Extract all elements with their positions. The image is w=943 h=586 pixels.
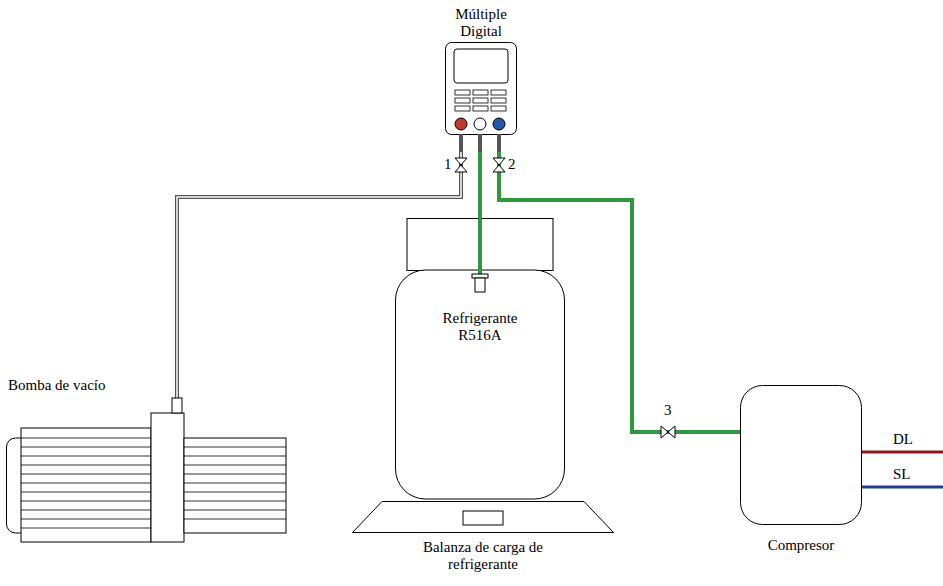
cooling-fin	[21, 528, 151, 529]
cooling-fin	[21, 474, 151, 475]
cooling-fin	[21, 501, 151, 502]
port-fitting	[478, 134, 482, 152]
cooling-fin	[184, 456, 286, 457]
valve-number: 1	[444, 156, 452, 173]
cooling-fin	[184, 510, 286, 511]
port-fitting	[459, 134, 463, 152]
valve-symbol	[661, 426, 668, 438]
manifold-button	[473, 106, 488, 111]
compressor: Compresor	[740, 385, 862, 525]
refrigerant-cylinder: Refrigerante R516A	[395, 218, 565, 500]
manifold-button	[491, 106, 506, 111]
cylinder-valve	[475, 278, 485, 292]
manifold-button	[455, 90, 470, 95]
valve-number: 3	[664, 402, 672, 419]
cooling-fin	[184, 519, 286, 520]
valve-symbol	[493, 158, 505, 165]
manifold-port	[493, 118, 505, 130]
valve-symbol	[493, 158, 505, 172]
compressor-drawing	[740, 385, 862, 525]
pump-body	[184, 438, 286, 533]
cooling-fin	[184, 447, 286, 448]
vacuum-pump-drawing	[6, 398, 288, 543]
hose	[478, 218, 482, 276]
manifold-button	[455, 98, 470, 103]
cooling-fin	[21, 483, 151, 484]
line-name: DL	[893, 431, 913, 448]
cooling-fin	[184, 483, 286, 484]
cylinder-valve	[472, 274, 488, 278]
scale-label: Balanza de carga de refrigerante	[403, 539, 563, 573]
manifold-button	[491, 90, 506, 95]
valve-symbol	[493, 165, 505, 172]
valve-symbol	[455, 165, 467, 172]
manifold-title: Múltiple Digital	[441, 6, 521, 40]
refrigerant-cylinder-drawing	[395, 218, 565, 500]
suction-line	[862, 486, 943, 489]
cooling-fin	[21, 492, 151, 493]
manifold-button	[491, 98, 506, 103]
manifold-port	[474, 118, 486, 130]
cooling-fin	[21, 465, 151, 466]
discharge-line	[862, 451, 943, 454]
charging-scale: Balanza de carga de refrigerante	[352, 501, 614, 533]
cooling-fin	[184, 474, 286, 475]
cooling-fin	[21, 519, 151, 520]
cooling-fin	[21, 438, 151, 439]
compressor-label: Compresor	[720, 537, 882, 554]
scale-display	[463, 511, 503, 525]
cylinder-body	[396, 270, 565, 499]
manifold-button	[473, 98, 488, 103]
cylinder-label: Refrigerante R516A	[425, 310, 535, 344]
cooling-fin	[184, 501, 286, 502]
manifold-screen	[454, 49, 508, 83]
port-fitting	[497, 134, 501, 152]
digital-manifold-drawing	[445, 42, 517, 152]
pump-inlet	[172, 398, 182, 413]
vacuum-pump: Bomba de vacío	[6, 398, 288, 543]
valve-symbol	[661, 426, 675, 438]
manifold-body	[446, 43, 517, 135]
motor-body	[21, 428, 151, 542]
digital-manifold: Múltiple Digital	[445, 42, 517, 152]
compressor-shell	[741, 386, 862, 525]
cooling-fin	[184, 492, 286, 493]
scale-platform	[353, 502, 614, 533]
valve-symbol	[455, 158, 467, 165]
charging-scale-drawing	[352, 501, 614, 533]
pump-plate	[151, 413, 184, 542]
manifold-port	[455, 118, 467, 130]
valve-symbol	[455, 158, 467, 172]
line-name: SL	[893, 466, 911, 483]
cooling-fin	[21, 456, 151, 457]
charging-hose	[478, 152, 482, 218]
manifold-button	[455, 106, 470, 111]
valve-number: 2	[508, 156, 516, 173]
cooling-fin	[21, 447, 151, 448]
cooling-fin	[21, 510, 151, 511]
cooling-fin	[184, 465, 286, 466]
valve-symbol	[668, 426, 675, 438]
manifold-button	[473, 90, 488, 95]
pump-label: Bomba de vacío	[8, 377, 105, 394]
